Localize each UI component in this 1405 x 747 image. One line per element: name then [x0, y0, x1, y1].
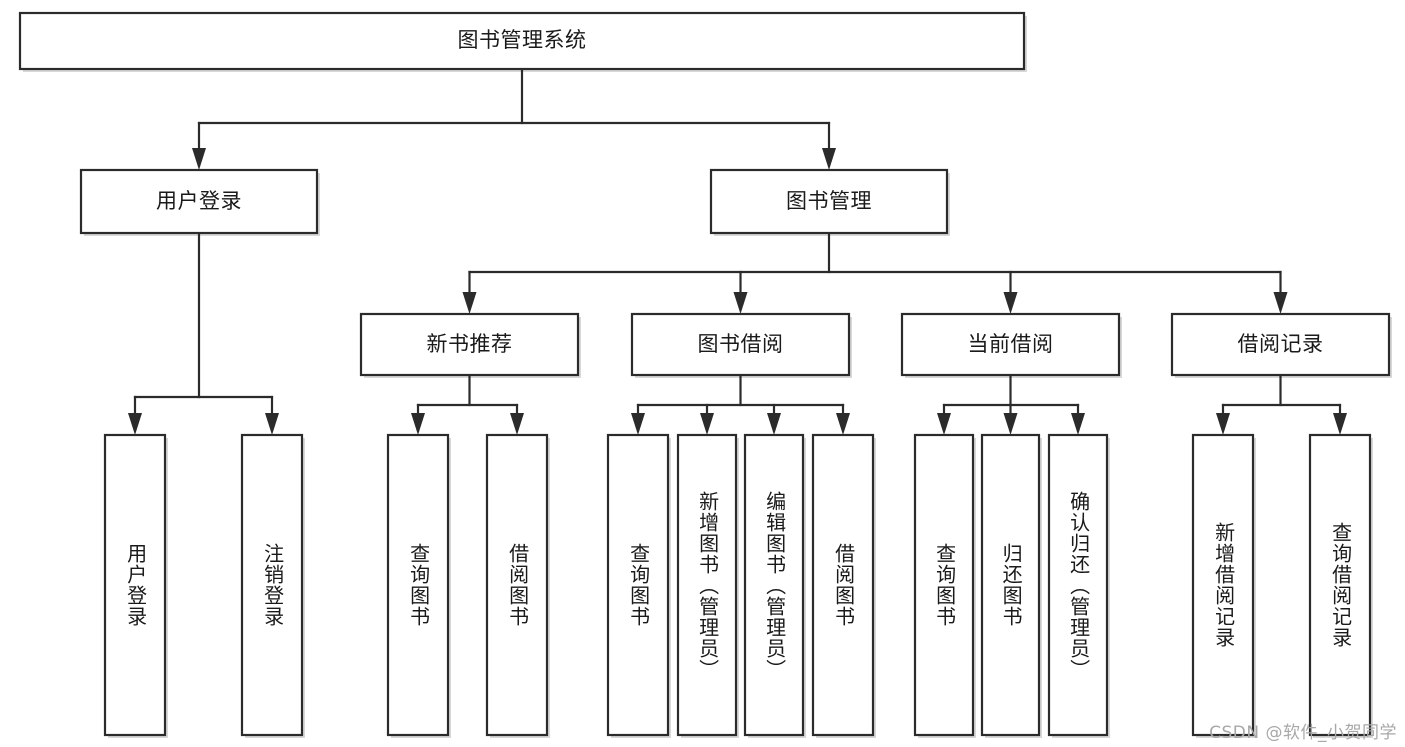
- node-box-current-borrow[interactable]: [900, 312, 1121, 377]
- connector-layer: [128, 67, 1347, 435]
- node-box-leaf-query-book-2[interactable]: [606, 433, 670, 737]
- node-box-leaf-borrow-book-2[interactable]: [811, 433, 875, 737]
- node-box-leaf-query-book-1[interactable]: [386, 433, 450, 737]
- node-box-leaf-user-login[interactable]: [103, 433, 167, 737]
- node-box-leaf-query-book-3[interactable]: [913, 433, 975, 737]
- node-box-leaf-logout[interactable]: [240, 433, 304, 737]
- node-box-leaf-confirm-return[interactable]: [1047, 433, 1109, 737]
- node-box-leaf-add-record[interactable]: [1191, 433, 1255, 737]
- node-box-root[interactable]: [18, 11, 1026, 71]
- node-box-book-borrow[interactable]: [630, 312, 851, 377]
- node-box-leaf-edit-book[interactable]: [743, 433, 805, 737]
- node-box-leaf-borrow-book-1[interactable]: [485, 433, 549, 737]
- node-box-leaf-query-record[interactable]: [1308, 433, 1372, 737]
- csdn-watermark: CSDN @软件_小贺同学: [1209, 723, 1397, 743]
- node-box-user-login[interactable]: [79, 168, 319, 235]
- node-box-book-management[interactable]: [709, 168, 949, 235]
- node-box-leaf-return-book[interactable]: [980, 433, 1041, 737]
- node-box-leaf-add-book[interactable]: [676, 433, 738, 737]
- node-box-new-book-recommend[interactable]: [359, 312, 580, 377]
- node-box-borrow-record[interactable]: [1170, 312, 1391, 377]
- box-layer: [18, 11, 1391, 737]
